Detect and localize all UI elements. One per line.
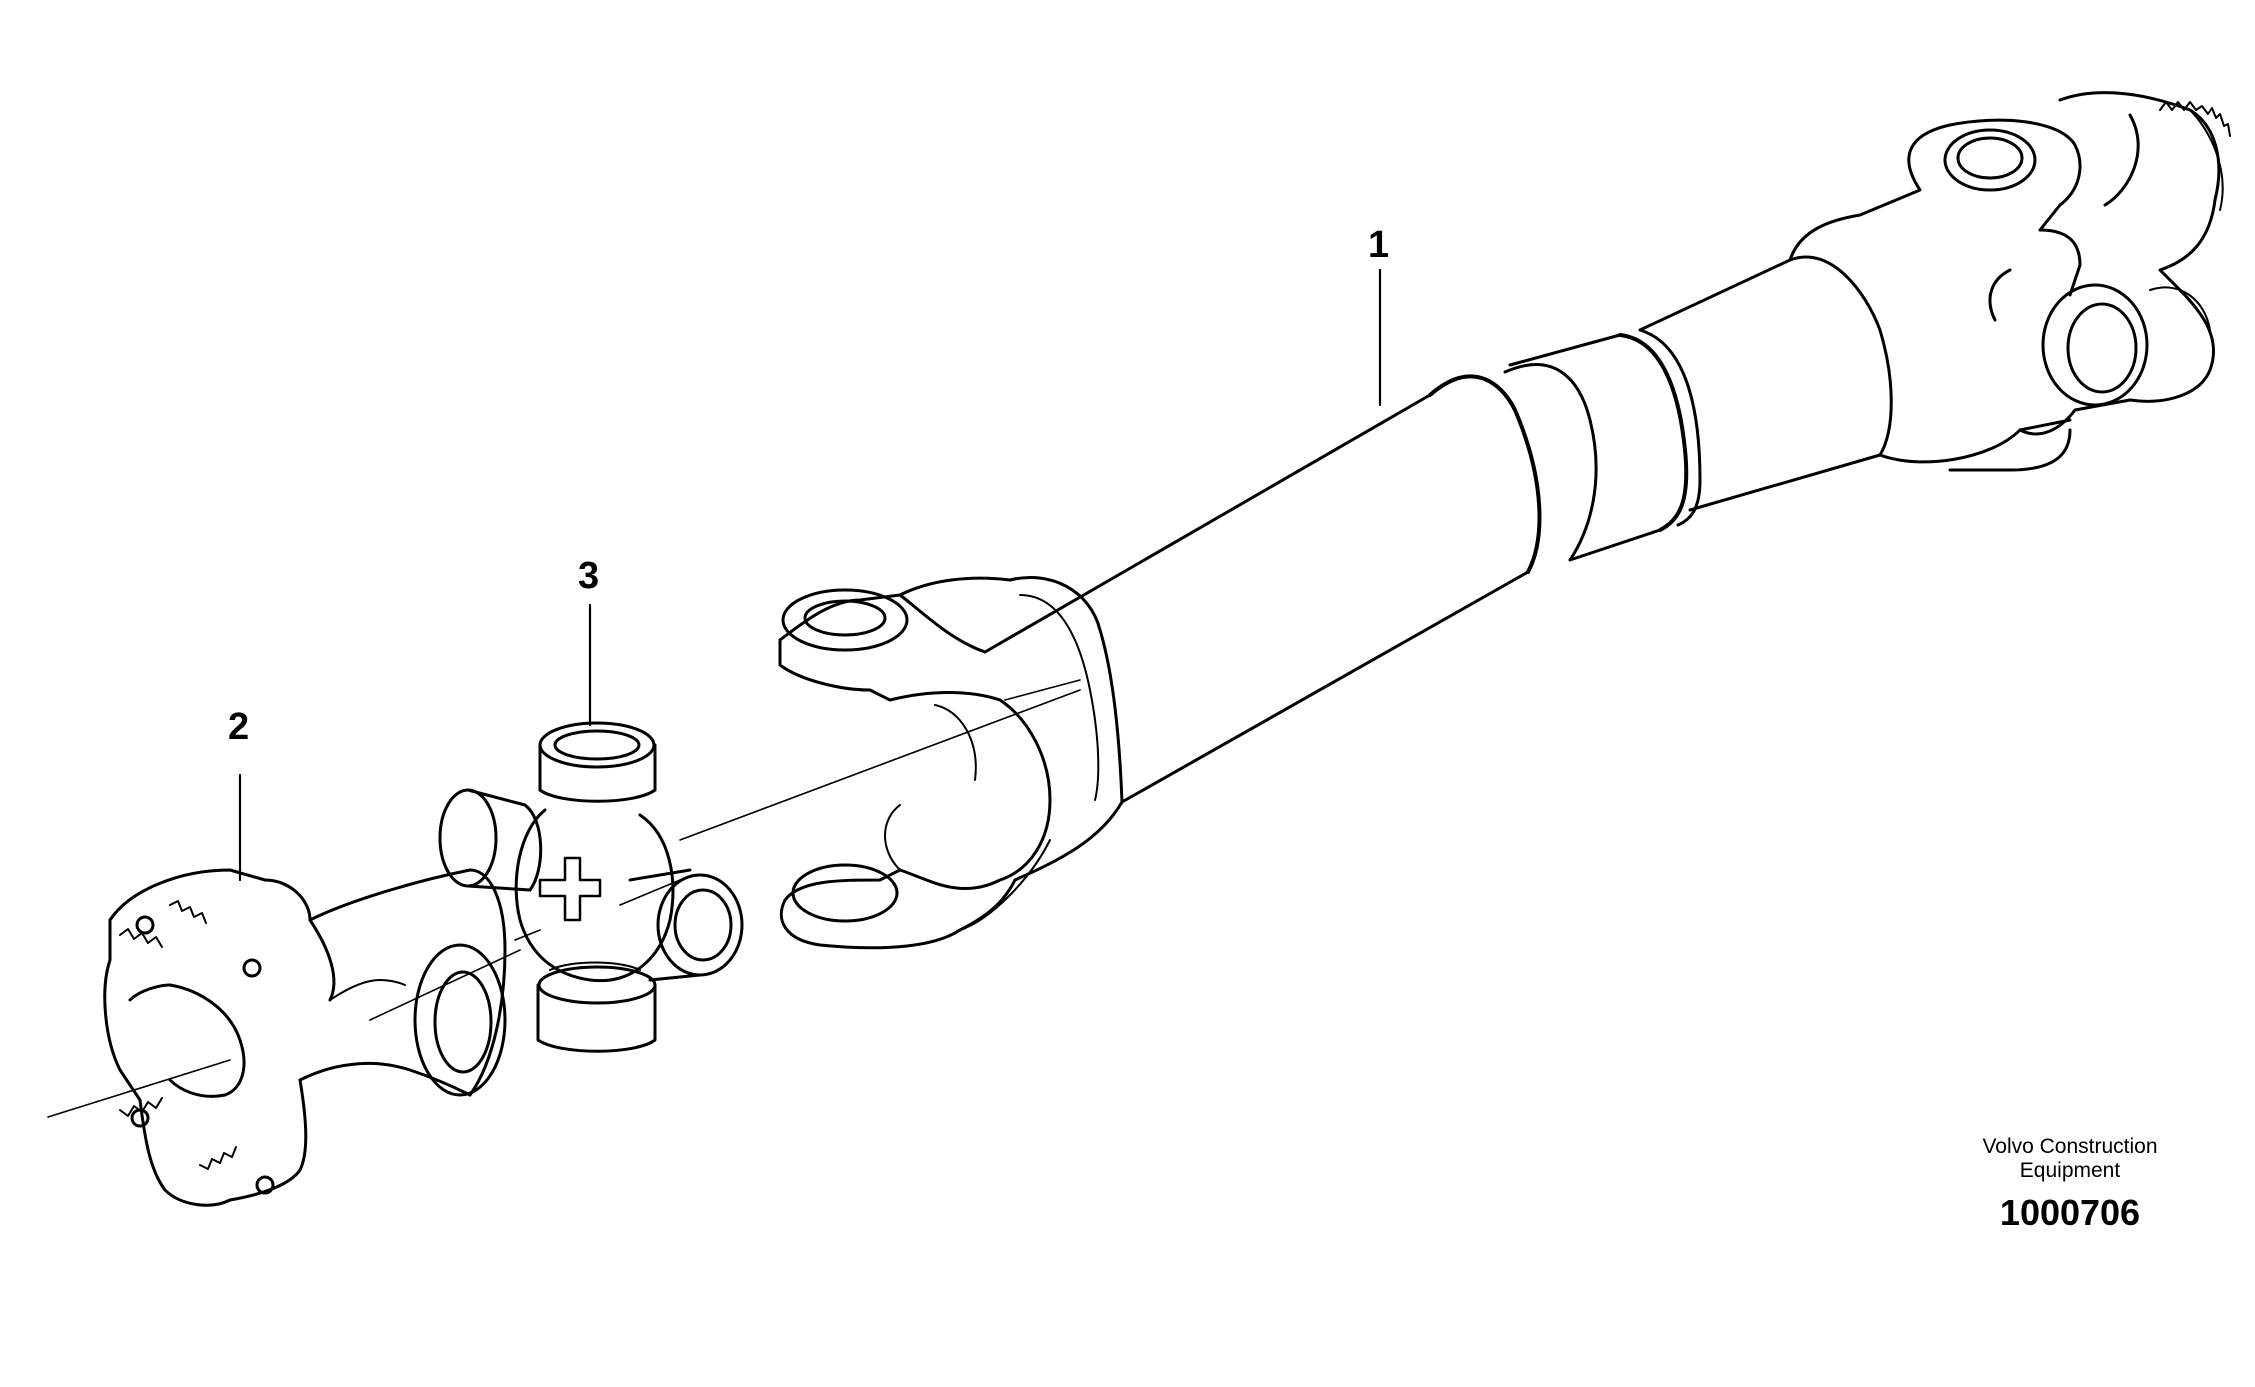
callout-1: 1 — [1368, 224, 1390, 266]
callout-3: 3 — [578, 555, 600, 597]
credit-line-1: Volvo Construction — [1982, 1135, 2158, 1158]
assembly-axis-line-2 — [369, 689, 1081, 1021]
assembly-axis-line — [47, 679, 1081, 1118]
manufacturer-credit: Volvo Construction Equipment — [1930, 1135, 2210, 1183]
propeller-shaft — [778, 91, 2231, 950]
credit-line-2: Equipment — [2019, 1159, 2121, 1182]
universal-joint-cross — [438, 721, 744, 1053]
flange-yoke — [103, 868, 507, 1207]
document-number: 1000706 — [1999, 1192, 2141, 1233]
callout-2: 2 — [228, 706, 250, 748]
